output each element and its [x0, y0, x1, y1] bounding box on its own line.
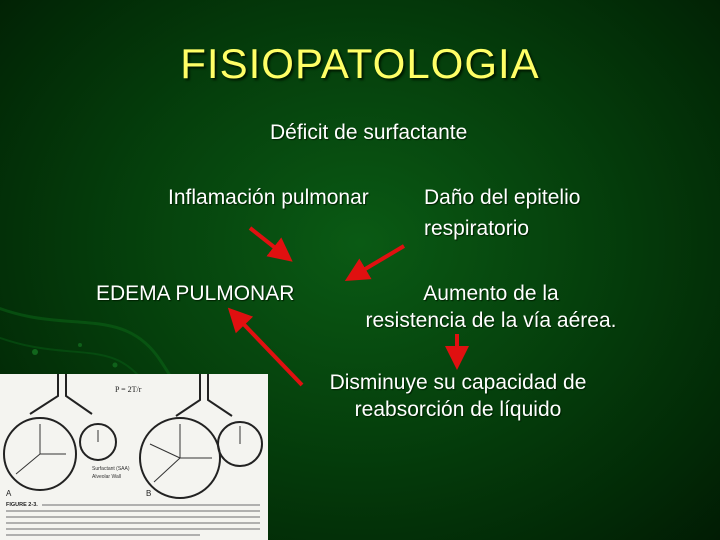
figure-formula: P = 2T/r [115, 385, 142, 394]
figure-label-a: A [6, 489, 12, 498]
figure-caption-lines [6, 504, 260, 536]
figure-surfactant-label: Surfactant (SAA) [92, 466, 130, 472]
alveoli-diagram: P = 2T/r Surfactant (SAA) Alveolar Wall … [3, 374, 263, 536]
node-dano-epitelio-line2: respiratorio [424, 217, 530, 240]
figure-alveolar-label: Alveolar Wall [92, 474, 121, 480]
node-disminuye-line2: reabsorción de líquido [354, 398, 562, 421]
arrow-inflamacion-to-edema [248, 226, 293, 262]
alveolus-b [139, 374, 263, 499]
figure-label-b: B [146, 489, 151, 498]
alveolus-a [3, 374, 117, 491]
node-aumento-line1: Aumento de la [423, 282, 559, 305]
node-disminuye-line1: Disminuye su capacidad de [329, 371, 587, 394]
node-edema-pulmonar: EDEMA PULMONAR [96, 282, 295, 305]
surfactant-alveoli-figure: P = 2T/r Surfactant (SAA) Alveolar Wall … [0, 374, 268, 540]
arrow-disminuye-to-edema [227, 307, 304, 387]
slide-title: FISIOPATOLOGIA [180, 40, 540, 87]
node-inflamacion-pulmonar: Inflamación pulmonar [168, 186, 369, 209]
node-dano-epitelio-line1: Daño del epitelio [424, 186, 581, 209]
node-deficit-surfactante: Déficit de surfactante [270, 121, 468, 144]
node-aumento-line2: resistencia de la vía aérea. [365, 309, 617, 332]
figure-caption-head: FIGURE 2-3. [6, 502, 38, 508]
arrow-dano-to-aumento [344, 244, 406, 282]
